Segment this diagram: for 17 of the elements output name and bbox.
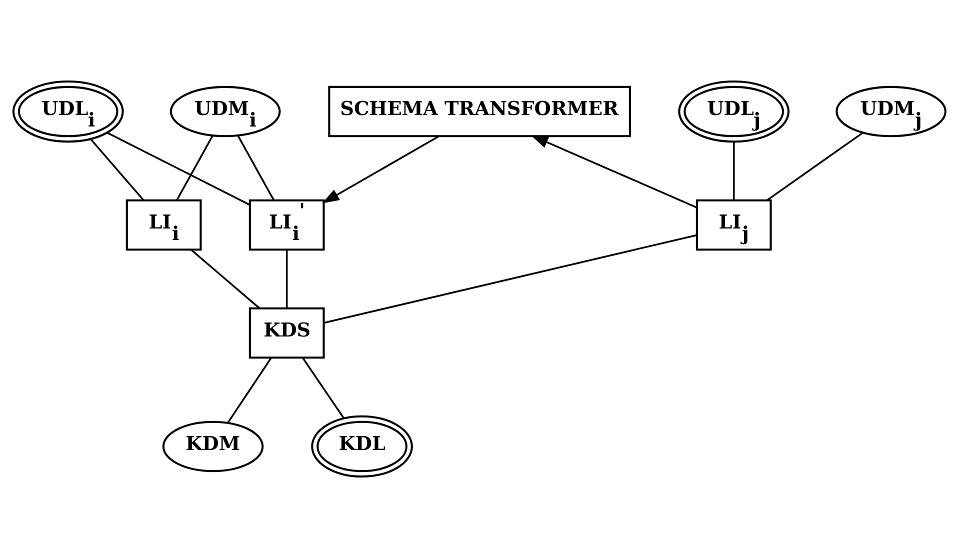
connector xyxy=(227,357,272,424)
connector xyxy=(106,132,250,206)
arrow xyxy=(322,136,440,204)
connector xyxy=(286,250,288,308)
connector xyxy=(324,234,698,324)
node-ellipse: KDL xyxy=(311,415,413,478)
connector xyxy=(90,138,144,201)
connector xyxy=(237,135,275,201)
node-box: KDS xyxy=(248,307,325,359)
node-ellipse: KDM xyxy=(162,420,264,472)
connector xyxy=(190,249,260,309)
connector xyxy=(766,132,864,201)
connector xyxy=(302,357,344,419)
connector xyxy=(732,142,735,200)
arrow xyxy=(531,135,698,208)
connector xyxy=(176,135,214,201)
node-box: SCHEMA TRANSFORMER xyxy=(328,86,631,138)
